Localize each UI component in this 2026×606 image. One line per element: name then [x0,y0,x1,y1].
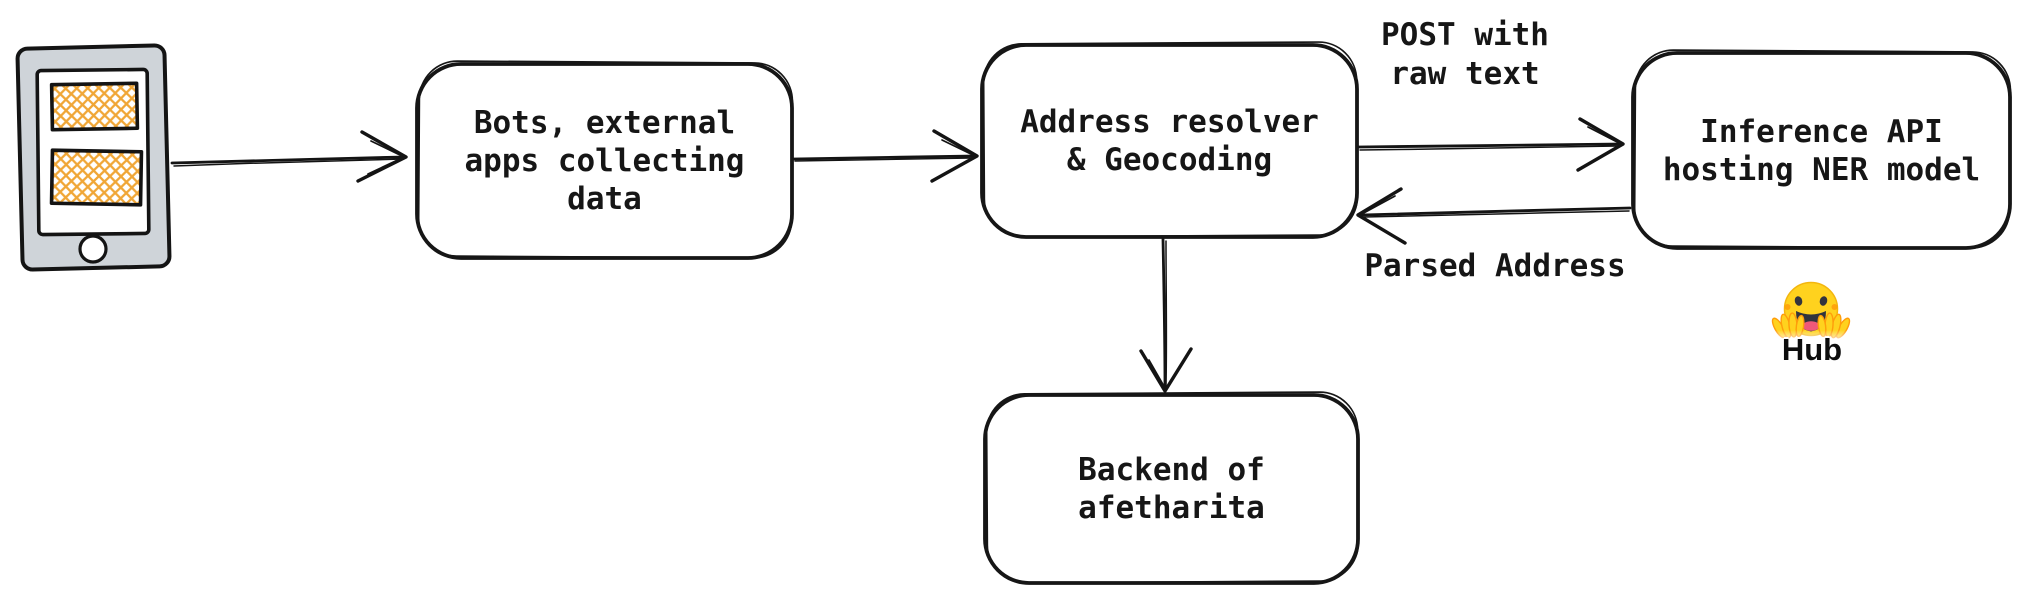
post-card-icon [49,81,140,132]
arrow-bots-to-address [792,129,979,183]
arrow-address-to-backend [1139,237,1193,393]
arrow-phone-to-bots [170,130,408,183]
edge-label-parsed-address: Parsed Address [1364,248,1626,284]
bots-node-box [415,60,794,260]
edge-label-post-raw-text: POST with raw text [1352,16,1578,94]
arrow-post-raw-text [1357,117,1625,172]
inference-node-box [1631,49,2012,250]
arrow-parsed-address [1356,187,1632,245]
edge-label-post-line1: POST with [1381,17,1549,53]
home-button-icon [78,234,108,264]
post-card-icon [49,148,144,207]
phone-icon [15,43,172,272]
edge-label-post-line2: raw text [1390,56,1540,92]
address-node-box [980,41,1359,239]
backend-node-box [983,391,1360,585]
node-boxes [415,41,2012,585]
hugging-face-icon [1764,281,1860,344]
hub-label: Hub [1781,332,1843,367]
